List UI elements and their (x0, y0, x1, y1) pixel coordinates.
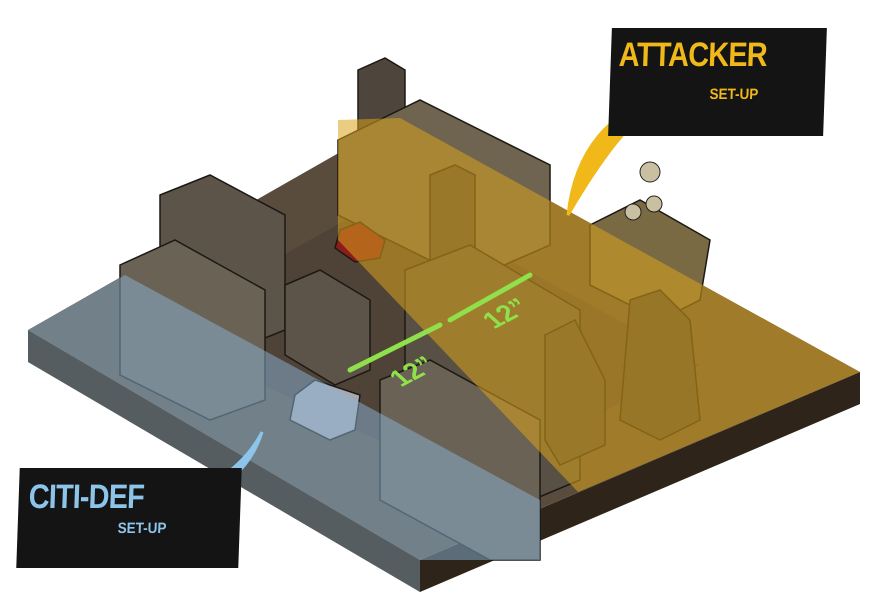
defender-deployment-zone (28, 275, 540, 560)
citidef-setup-banner: CITI-DEF SET-UP (16, 468, 242, 568)
citidef-title: CITI-DEF (28, 478, 145, 516)
dish-icon (639, 161, 661, 183)
dish-icon (624, 203, 642, 221)
board-side-left (28, 330, 420, 592)
citidef-subtitle: SET-UP (117, 520, 167, 537)
attacker-deployment-zone (338, 118, 860, 492)
attacker-title: ATTACKER (618, 36, 768, 74)
attacker-setup-banner: ATTACKER SET-UP (608, 28, 827, 136)
defender-zone-side (28, 330, 420, 592)
range-line (347, 272, 533, 373)
dish-icon (645, 195, 663, 213)
attacker-subtitle: SET-UP (709, 86, 759, 103)
